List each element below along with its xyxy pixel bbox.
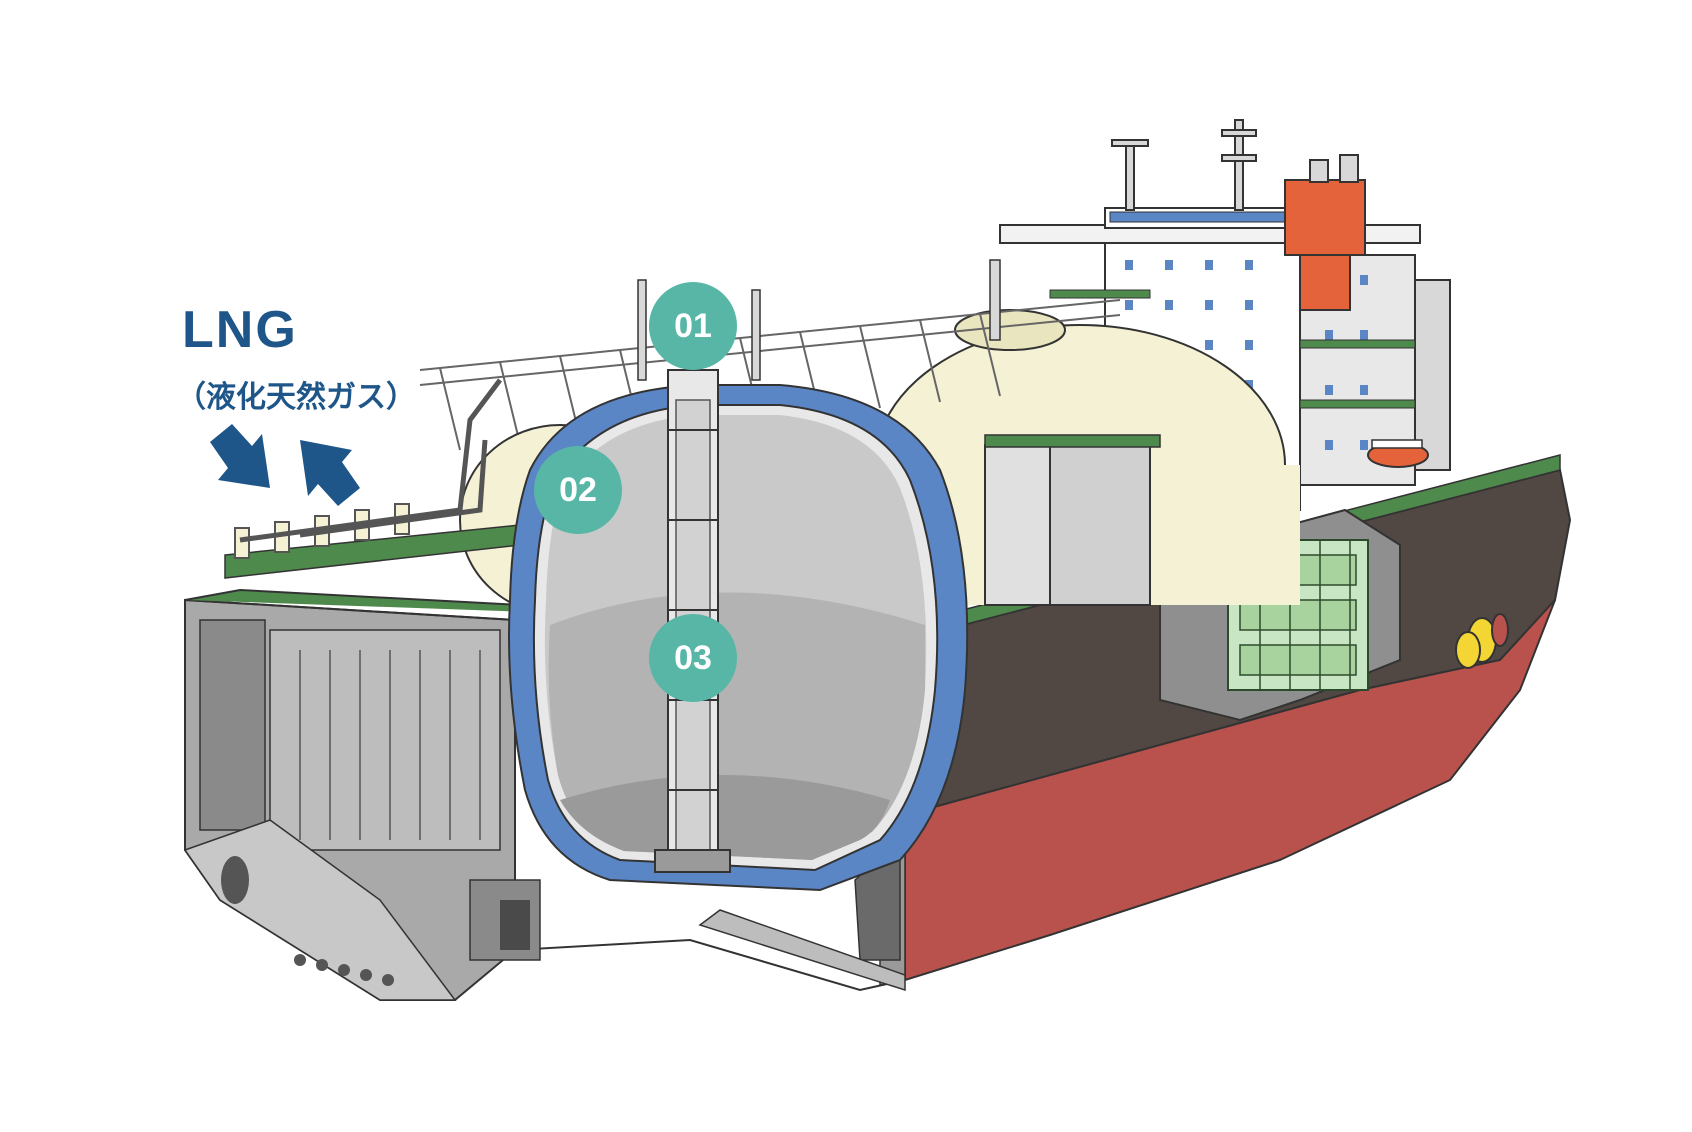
funnel — [1284, 154, 1366, 311]
marker-01: 01 — [649, 282, 737, 370]
masts — [1111, 119, 1257, 211]
marker-03: 03 — [649, 614, 737, 702]
compressor-house — [984, 434, 1161, 606]
lng-title: LNG — [182, 301, 298, 359]
marker-02: 02 — [534, 446, 622, 534]
lifeboat — [1367, 439, 1429, 468]
piping-manifold — [224, 378, 521, 579]
arrow-out-icon — [300, 440, 360, 506]
arrow-in-icon — [210, 424, 270, 488]
lng-subtitle: （液化天然ガス） — [176, 380, 416, 415]
hull-lower-band — [904, 599, 1556, 982]
propeller — [1455, 613, 1509, 669]
cargo-tank-section — [508, 259, 1001, 892]
walkway-truss — [419, 299, 1121, 451]
